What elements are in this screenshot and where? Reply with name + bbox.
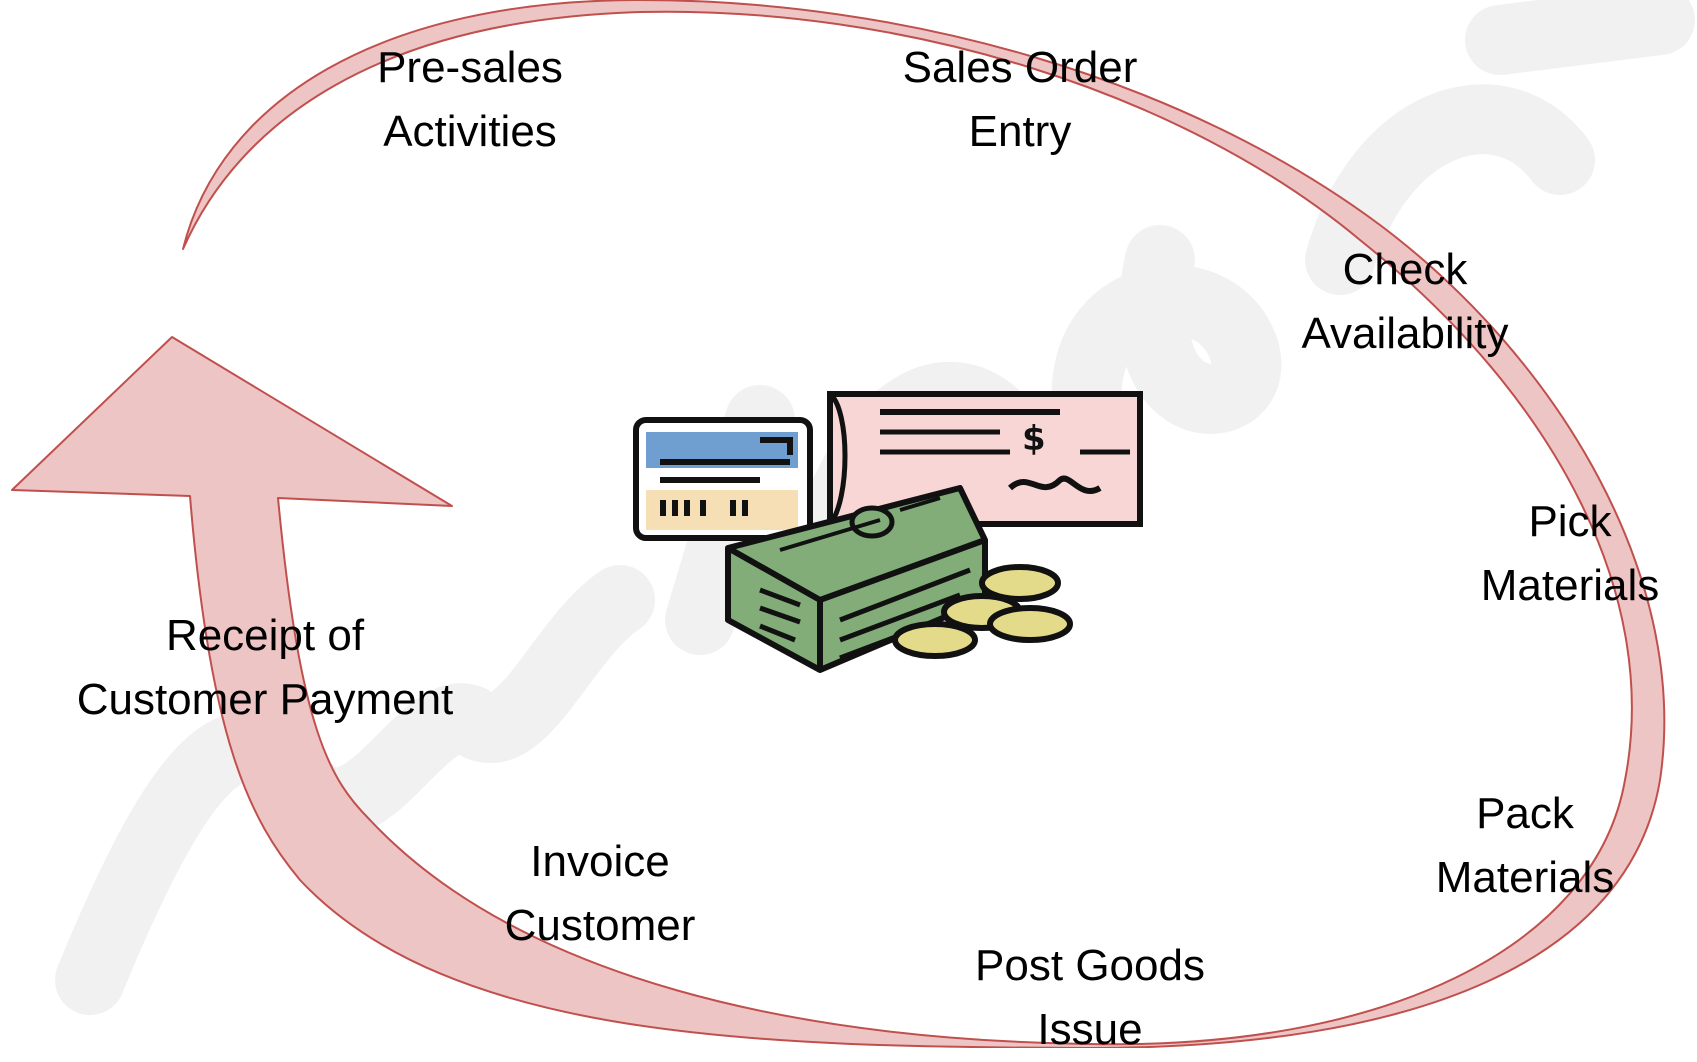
step-post-goods-issue: Post Goods Issue — [950, 934, 1230, 1062]
step-invoice-customer-line2: Customer — [504, 901, 696, 950]
svg-text:$: $ — [1022, 419, 1046, 459]
step-receipt-payment-line1: Receipt of — [165, 611, 365, 660]
step-pack-materials: Pack Materials — [1410, 782, 1640, 910]
step-invoice-customer: Invoice Customer — [480, 830, 720, 958]
step-presales-line1: Pre-sales — [377, 43, 563, 92]
step-presales-line2: Activities — [383, 107, 557, 156]
step-receipt-payment-line2: Customer Payment — [76, 675, 454, 724]
step-invoice-customer-line1: Invoice — [530, 837, 670, 886]
step-pick-materials: Pick Materials — [1460, 490, 1680, 618]
step-pack-materials-line1: Pack — [1476, 789, 1574, 838]
step-presales: Pre-sales Activities — [340, 36, 600, 164]
step-pick-materials-line2: Materials — [1480, 561, 1660, 610]
money-icon: $ — [633, 391, 1143, 673]
step-sales-order-entry-line1: Sales Order — [902, 43, 1138, 92]
step-pick-materials-line1: Pick — [1528, 497, 1612, 546]
coins-icon — [892, 564, 1073, 659]
step-post-goods-issue-line1: Post Goods — [975, 941, 1205, 990]
cycle-arrow — [11, 0, 1666, 1049]
step-sales-order-entry-line2: Entry — [968, 107, 1072, 156]
step-post-goods-issue-line2: Issue — [1037, 1005, 1143, 1054]
step-sales-order-entry: Sales Order Entry — [880, 36, 1160, 164]
step-check-availability-line1: Check — [1342, 245, 1468, 294]
step-check-availability-line2: Availability — [1301, 309, 1509, 358]
step-check-availability: Check Availability — [1275, 238, 1535, 366]
credit-card-icon — [633, 417, 813, 541]
cheque-icon: $ — [827, 391, 1143, 527]
step-pack-materials-line2: Materials — [1435, 853, 1615, 902]
step-receipt-payment: Receipt of Customer Payment — [50, 604, 480, 732]
